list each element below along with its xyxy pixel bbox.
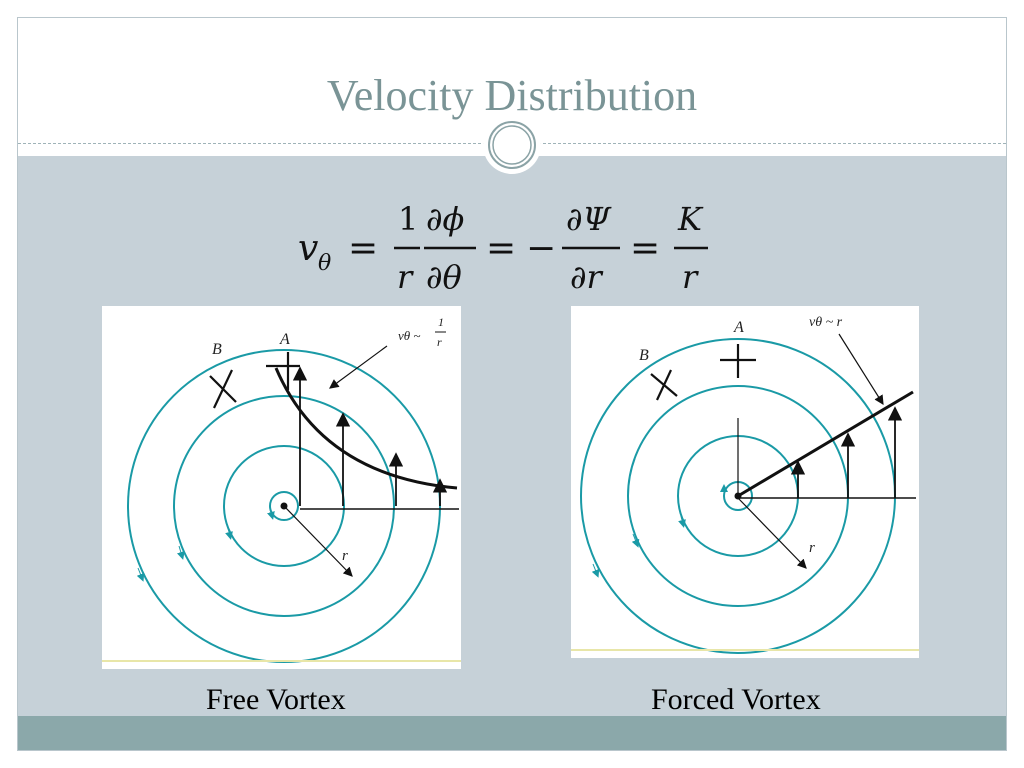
free-velocity-curve — [274, 367, 458, 490]
eq-dphi: ∂ϕ — [426, 200, 465, 238]
eq-equals-3: = — [630, 228, 660, 269]
eq-dr: ∂r — [570, 258, 604, 296]
free-annotation-den: r — [437, 335, 442, 349]
free-annotation-num: 1 — [438, 315, 444, 329]
forced-vortex-diagram: A B r vθ ~ r — [571, 315, 919, 654]
forced-label-r: r — [809, 540, 815, 556]
free-vortex-caption: Free Vortex — [206, 683, 346, 716]
forced-vortex-figure: A B r vθ ~ r — [571, 306, 919, 658]
eq-one: 1 — [398, 200, 418, 238]
free-vortex-figure: A B r vθ ~ 1 r — [102, 306, 461, 669]
eq-r-2: r — [682, 258, 699, 296]
forced-velocity-line — [737, 390, 914, 498]
forced-annotation: vθ ~ r — [809, 315, 843, 330]
free-label-A: A — [279, 331, 290, 348]
eq-equals-2: = — [486, 228, 516, 269]
forced-label-A: A — [733, 319, 744, 336]
free-label-B: B — [212, 341, 222, 358]
free-vortex-diagram: A B r vθ ~ 1 r — [102, 315, 461, 663]
eq-dtheta: ∂θ — [426, 258, 462, 296]
slide-title: Velocity Distribution — [326, 71, 698, 120]
footer-band — [18, 716, 1006, 750]
eq-v: v — [298, 228, 318, 269]
eq-r-1: r — [397, 258, 414, 296]
free-annotation-lhs: vθ ~ — [398, 328, 420, 343]
velocity-equation: v θ = 1 r ∂ϕ ∂θ = − ∂Ψ ∂r = K r — [298, 200, 708, 296]
eq-equals-1: = — [348, 228, 378, 269]
eq-theta-subscript: θ — [318, 251, 331, 276]
eq-minus: − — [526, 228, 556, 269]
forced-vortex-caption: Forced Vortex — [651, 683, 821, 716]
eq-dpsi: ∂Ψ — [566, 200, 613, 238]
eq-K: K — [677, 200, 704, 238]
circle-ornament-icon — [483, 116, 541, 174]
forced-label-B: B — [639, 347, 649, 364]
free-label-r: r — [342, 548, 348, 564]
